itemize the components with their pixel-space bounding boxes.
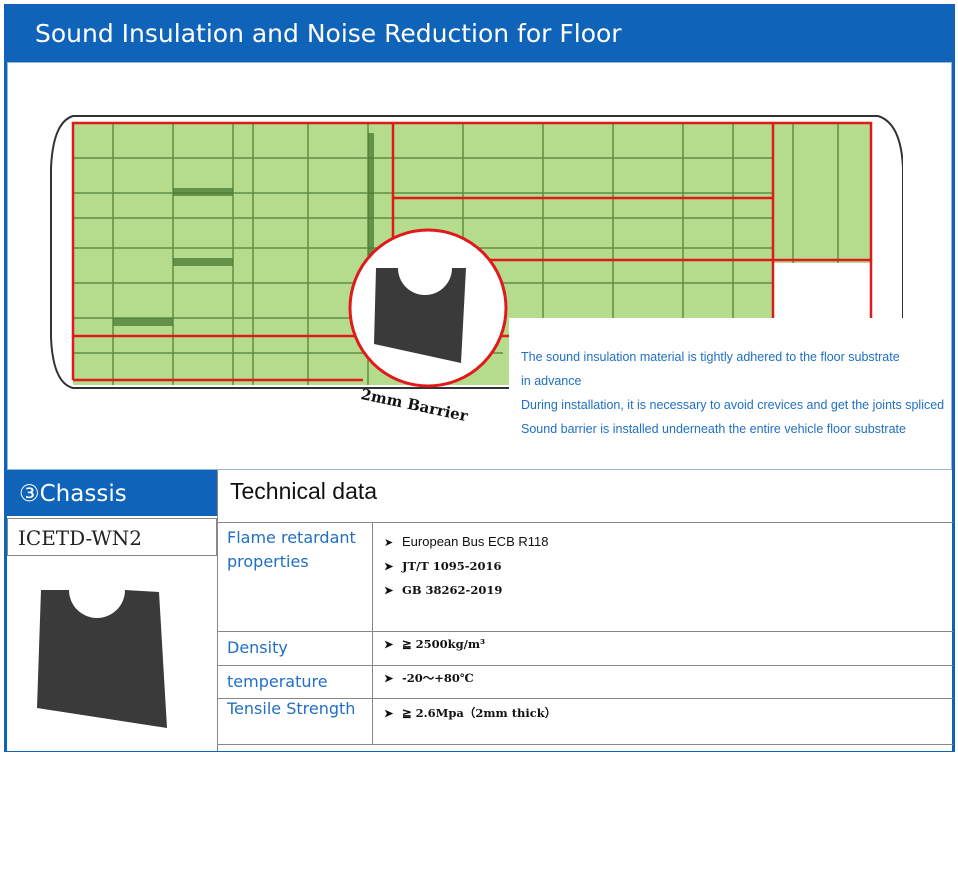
row-value: ➤≧ 2.6Mpa（2mm thick）	[384, 706, 557, 720]
page-title: Sound Insulation and Noise Reduction for…	[35, 19, 622, 48]
row-value: ➤JT/T 1095-2016	[384, 559, 502, 573]
page-frame: Sound Insulation and Noise Reduction for…	[4, 4, 955, 752]
note-line: in advance	[521, 374, 582, 388]
spec-panel: ③Chassis ICETD-WN2 Technical data Flame …	[7, 470, 953, 751]
chassis-title: ③Chassis	[7, 470, 217, 516]
row-value: ➤≧ 2500kg/m³	[384, 637, 486, 651]
installation-notes: The sound insulation material is tightly…	[509, 318, 949, 458]
row-value: ➤-20～+80℃	[384, 671, 474, 685]
product-image	[7, 558, 217, 751]
note-line: During installation, it is necessary to …	[521, 398, 945, 412]
table-row: Density ➤≧ 2500kg/m³	[218, 632, 953, 666]
technical-data-table: Flame retardant properties ➤European Bus…	[218, 522, 953, 745]
technical-data-title: Technical data	[230, 478, 378, 504]
floor-diagram-panel: 2mm Barrier The sound insulation materia…	[7, 62, 952, 470]
note-line: Sound barrier is installed underneath th…	[521, 422, 906, 436]
table-row: Flame retardant properties ➤European Bus…	[218, 523, 953, 632]
row-label: Tensile Strength	[227, 699, 356, 718]
row-value: ➤European Bus ECB R118	[384, 534, 549, 549]
row-label: temperature	[227, 672, 328, 691]
table-row: Tensile Strength ➤≧ 2.6Mpa（2mm thick）	[218, 699, 953, 745]
row-value: ➤GB 38262-2019	[384, 583, 503, 597]
note-line: The sound insulation material is tightly…	[521, 350, 900, 364]
row-label: Density	[227, 638, 288, 657]
model-number: ICETD-WN2	[7, 518, 217, 556]
table-row: temperature ➤-20～+80℃	[218, 666, 953, 699]
barrier-sample-image	[37, 590, 167, 728]
technical-data-section: Technical data Flame retardant propertie…	[217, 470, 953, 751]
row-label: Flame retardant properties	[227, 528, 356, 571]
